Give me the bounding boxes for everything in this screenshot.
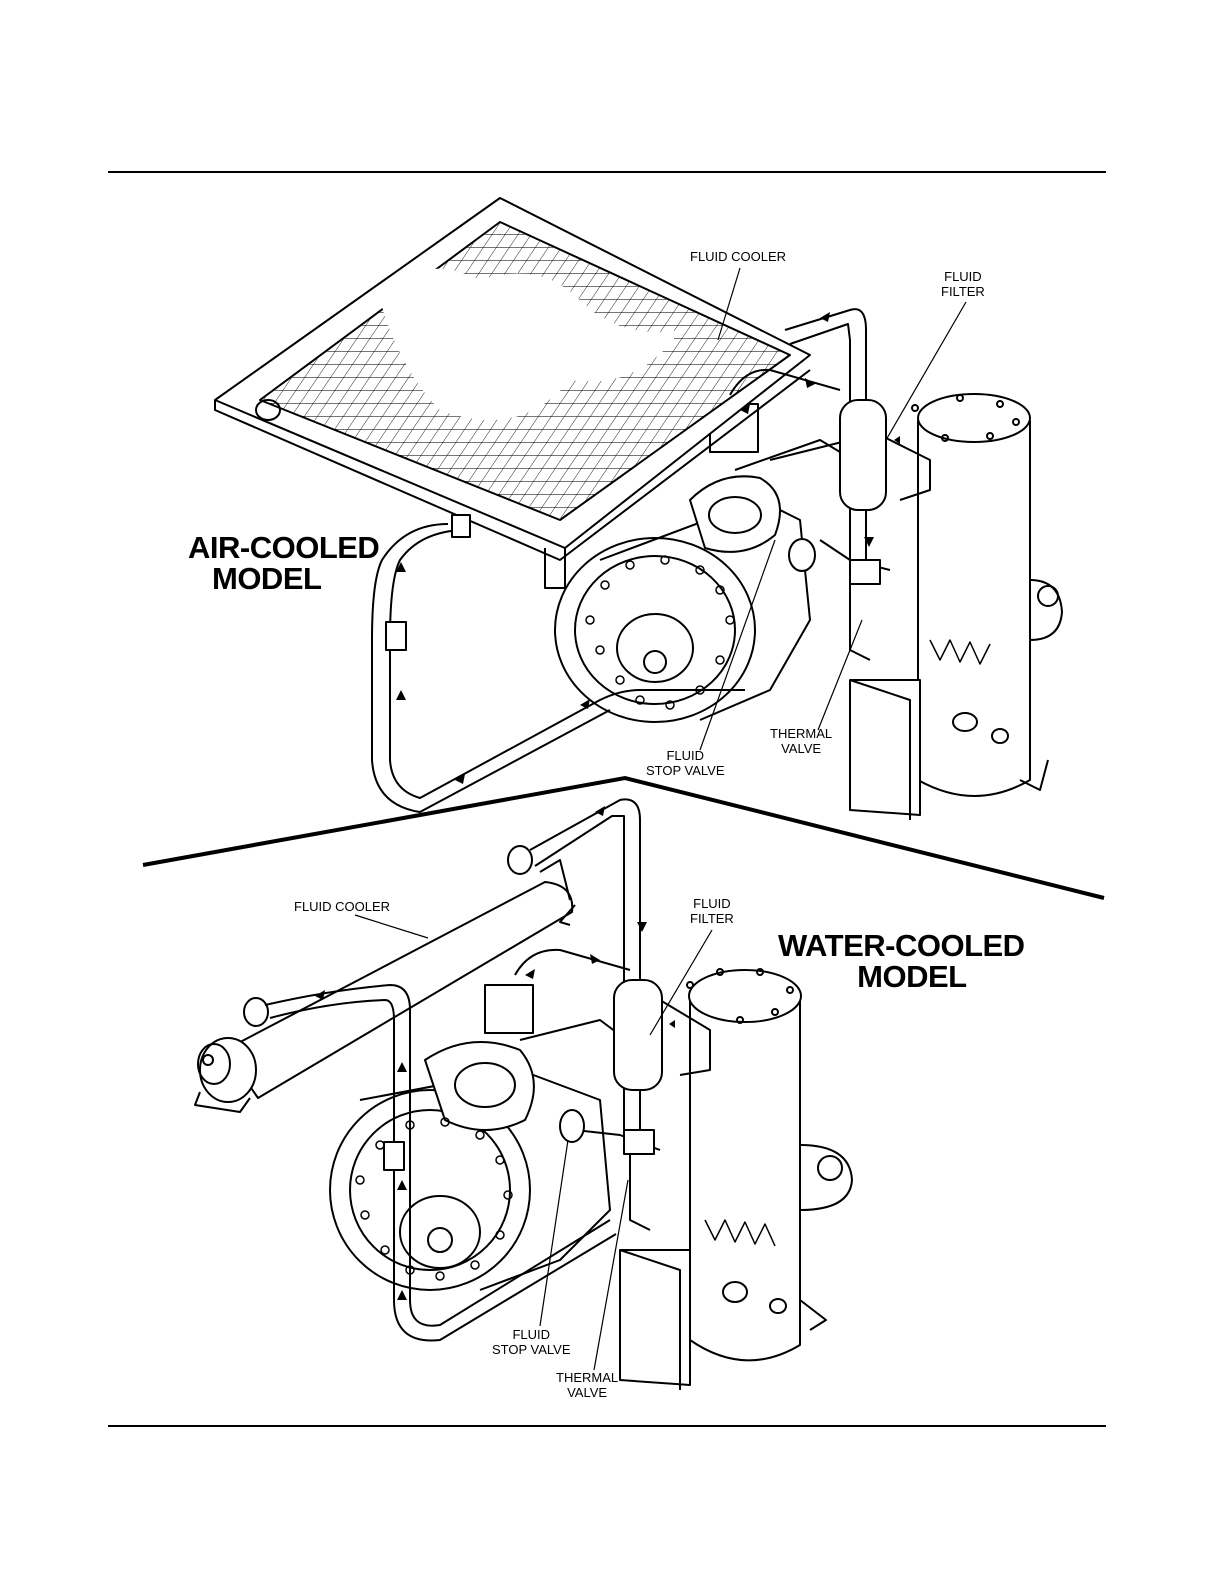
water-stop-valve-label: FLUID STOP VALVE [492,1327,571,1357]
water-fluid-cooler-label: FLUID COOLER [294,899,390,914]
air-fluid-filter-label: FLUID FILTER [941,269,985,299]
water-thermal-valve-label: THERMAL VALVE [556,1370,618,1400]
air-receiver-tank [912,394,1062,796]
water-receiver-tank [687,969,852,1360]
water-cooled-title-line1: WATER-COOLED [778,930,1025,961]
air-cooled-title-line2: MODEL [188,563,379,594]
water-cooled-illustration [195,799,852,1390]
water-fluid-filter-label: FLUID FILTER [690,896,734,926]
air-cooled-title: AIR-COOLED MODEL [188,532,379,594]
air-fluid-cooler-label: FLUID COOLER [690,249,786,264]
air-stop-valve-label: FLUID STOP VALVE [646,748,725,778]
air-cooled-illustration [215,198,1062,820]
water-cooled-title: WATER-COOLED MODEL [778,930,1025,992]
air-cooled-title-line1: AIR-COOLED [188,532,379,563]
water-cooled-title-line2: MODEL [778,961,1025,992]
air-thermal-valve-label: THERMAL VALVE [770,726,832,756]
